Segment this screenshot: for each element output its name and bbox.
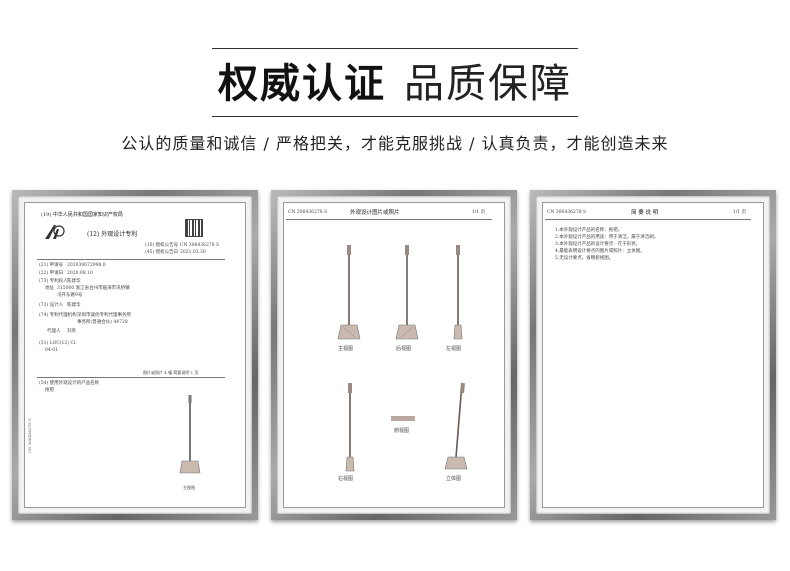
field-value: 汛开东路9号 [57, 293, 83, 298]
cert-side-number: CN 306436278 S [27, 418, 32, 453]
pub-date: 2021.03.30 [180, 250, 206, 255]
summary-line: 3.本外观设计产品的设计要点：在于形状。 [555, 242, 641, 247]
pub-date-label: (45) 授权公告日 [145, 250, 179, 255]
field-value: 2020.08.10 [67, 271, 93, 276]
summary-line: 5.无设计要点，省略俯视图。 [555, 256, 614, 261]
mop-front-view [337, 245, 361, 340]
page-subtitle: 公认的质量和诚信 / 严格把关，才能克服挑战 / 认真负责，才能创造未来 [121, 134, 669, 153]
header-bottom-rule [212, 116, 578, 117]
summary-doc-no: CN 306436278 S [547, 210, 587, 215]
field-label: (21) 申请号 [39, 263, 64, 268]
page-title: 权威认证品质保障 [0, 58, 790, 110]
field-label: (22) 申请日 [39, 271, 64, 276]
view-caption: 立体图 [446, 476, 462, 482]
views-page-no: 1/1 页 [472, 210, 486, 215]
view-caption: 右视图 [338, 476, 354, 482]
title-bold: 权威认证 [218, 61, 386, 107]
loc-label: (51) LOC(12) Cl. [39, 341, 77, 346]
field-value: 315000 浙江省台州市临海市汛桥镇 [57, 286, 130, 291]
mop-left-view [453, 245, 463, 340]
field-value: 深圳市诚优专利代理事务所 [77, 313, 131, 318]
field-label: 地址 [45, 286, 54, 291]
mop-top-view-shape [391, 416, 415, 421]
summary-line: 4.最能表明设计要点的图片或照片：立体图。 [555, 249, 645, 254]
product-value: 拖把 [45, 388, 54, 393]
summary-page-no: 1/1 页 [733, 210, 747, 215]
office-name: (19) 中华人民共和国国家知识产权局 [41, 212, 123, 218]
views-title: 外观设计图片或照片 [350, 210, 400, 216]
mop-right-view [345, 383, 355, 472]
cert-rule-mid [37, 377, 225, 378]
field-label: 代理人 [47, 329, 61, 334]
field-label: (72) 设计人 [39, 303, 64, 308]
qr-code [185, 219, 203, 237]
cert-footer-small: 图片或照片 4 幅 简要说明 1 页 [143, 370, 199, 375]
field-value: 陈建华 [67, 279, 81, 284]
summary-paper: CN 306436278 S 简 要 说 明 1/1 页 1.本外观设计产品的名… [542, 202, 764, 508]
field-label: (73) 专利权人 [39, 279, 68, 284]
field-value: 事务所(普通合伙) 44728 [77, 320, 128, 325]
title-light: 品质保障 [404, 61, 572, 107]
cert-view-caption: 主视图 [183, 485, 195, 490]
views-frame: CN 306436278 S 外观设计图片或照片 1/1 页 主视图 后视图 [271, 190, 517, 520]
views-paper: CN 306436278 S 外观设计图片或照片 1/1 页 主视图 后视图 [283, 202, 505, 508]
patent-office-logo [45, 225, 65, 239]
field-value: 陈建华 [67, 303, 81, 308]
product-label: (54) 使用外观设计的产品名称 [39, 381, 100, 386]
mop-drawing [179, 395, 201, 474]
field-value: 202030672998.0 [67, 263, 106, 268]
summary-line: 1.本外观设计产品的名称：拖把。 [555, 228, 623, 233]
frame-mat: CN 306436278 S 外观设计图片或照片 1/1 页 主视图 后视图 [277, 196, 511, 514]
cert-rule-top [37, 259, 225, 260]
view-caption: 主视图 [338, 346, 354, 352]
header-top-rule [212, 48, 578, 49]
field-value: 刘英 [67, 329, 76, 334]
summary-title: 简 要 说 明 [631, 210, 659, 216]
view-caption: 后视图 [396, 346, 412, 352]
frame-mat: (19) 中华人民共和国国家知识产权局 (12) 外观设计专利 (10) 授权公… [18, 196, 252, 514]
loc-value: 04-01 [45, 348, 58, 353]
summary-line: 2.本外观设计产品的用途：用于清洁，属于清洁刷。 [555, 235, 659, 240]
certificate-frame: (19) 中华人民共和国国家知识产权局 (12) 外观设计专利 (10) 授权公… [12, 190, 258, 520]
mop-perspective-view [444, 382, 468, 470]
certificate-paper: (19) 中华人民共和国国家知识产权局 (12) 外观设计专利 (10) 授权公… [24, 202, 246, 508]
mop-back-view [395, 245, 419, 340]
field-label: (74) 专利代理机构 [39, 313, 77, 318]
summary-frame: CN 306436278 S 简 要 说 明 1/1 页 1.本外观设计产品的名… [530, 190, 776, 520]
summary-header-rule [545, 219, 751, 220]
patent-no-label: (10) 授权公告号 [145, 243, 179, 248]
frame-mat: CN 306436278 S 简 要 说 明 1/1 页 1.本外观设计产品的名… [536, 196, 770, 514]
patent-no: CN 306436278 S [180, 243, 220, 248]
views-doc-no: CN 306436278 S [288, 210, 328, 215]
view-caption: 俯视图 [394, 428, 410, 434]
document-type: (12) 外观设计专利 [87, 231, 138, 238]
view-caption: 左视图 [446, 346, 462, 352]
views-header-rule [286, 219, 492, 220]
